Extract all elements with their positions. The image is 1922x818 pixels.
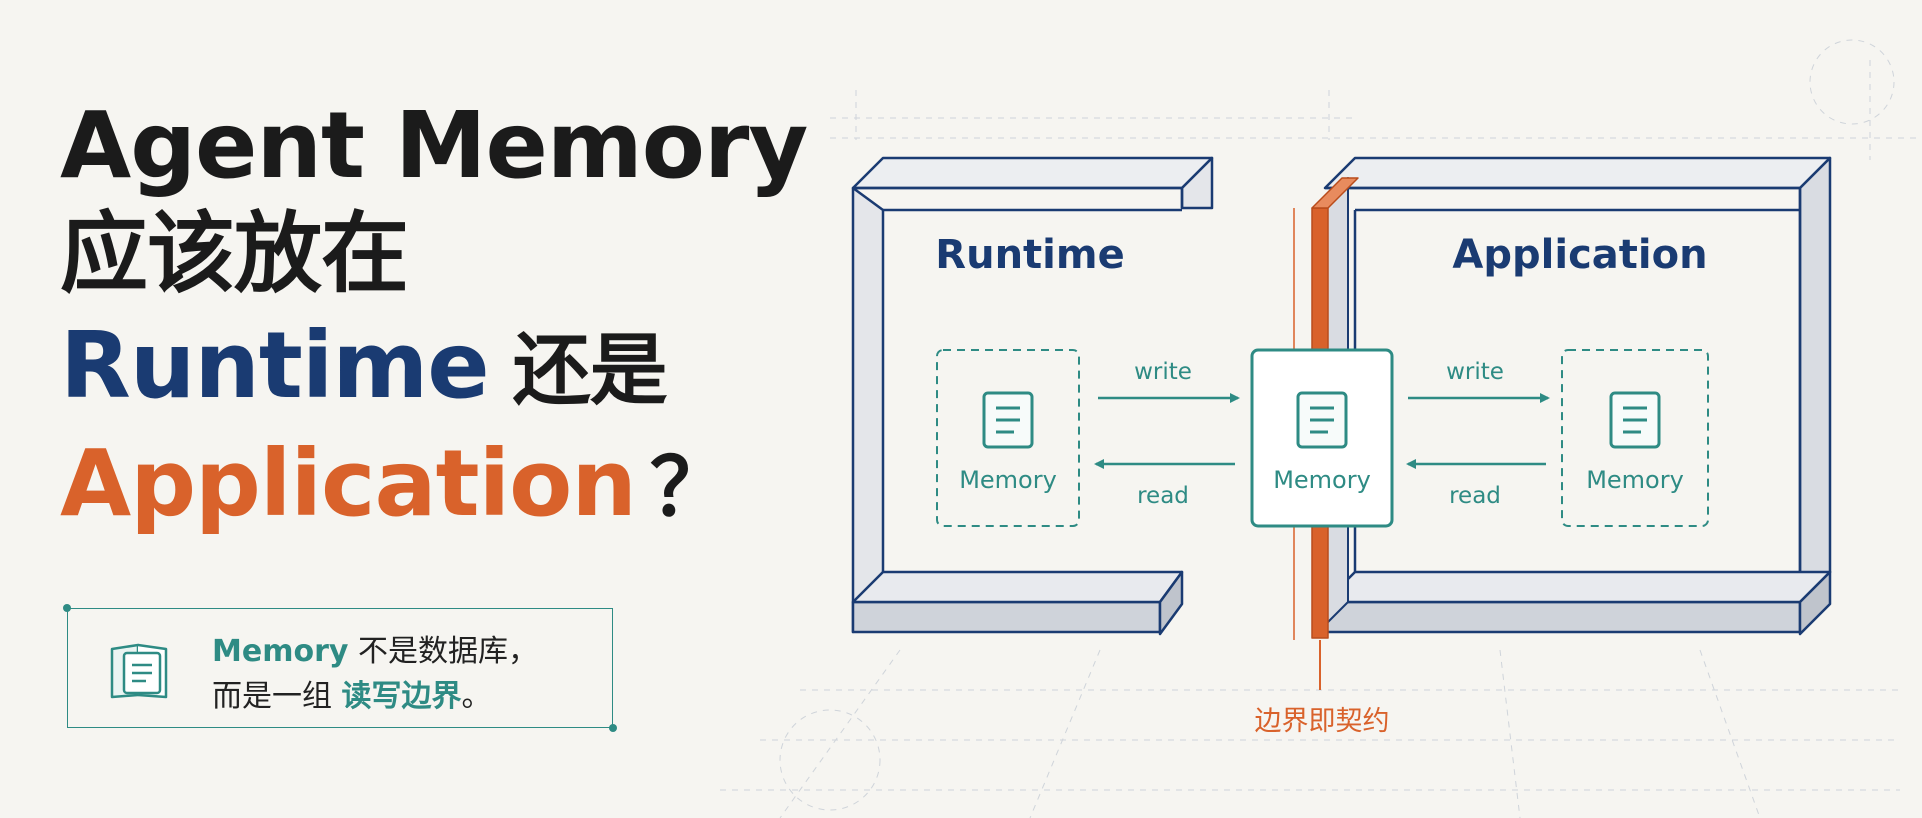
memory-runtime: Memory bbox=[936, 349, 1080, 527]
memory-boundary-label: Memory bbox=[1273, 466, 1371, 494]
title-line-1: Agent Memory bbox=[60, 92, 808, 199]
callout-boundary: 读写边界 bbox=[341, 679, 462, 714]
read-right-label: read bbox=[1449, 483, 1501, 509]
document-icon bbox=[1296, 391, 1348, 449]
callout-line-1: Memory 不是数据库， bbox=[212, 629, 538, 674]
memory-runtime-label: Memory bbox=[959, 466, 1057, 494]
callout-line2-suffix: 。 bbox=[461, 679, 492, 714]
title-or: 还是 bbox=[512, 326, 668, 416]
document-icon bbox=[982, 391, 1034, 449]
read-left-label: read bbox=[1137, 483, 1189, 509]
write-left-label: write bbox=[1134, 359, 1192, 385]
title-application: Application bbox=[60, 430, 637, 537]
write-right-label: write bbox=[1446, 359, 1504, 385]
memory-application: Memory bbox=[1561, 349, 1709, 527]
application-label: Application bbox=[1452, 232, 1707, 278]
runtime-box bbox=[851, 156, 1214, 636]
callout-box: Memory 不是数据库， 而是一组 读写边界。 bbox=[63, 604, 617, 732]
callout-memory: Memory bbox=[212, 634, 349, 669]
title-runtime: Runtime bbox=[60, 312, 490, 419]
title-line-4: Application？ bbox=[60, 438, 807, 530]
callout-line1-rest: 不是数据库， bbox=[348, 634, 538, 669]
title-question-mark: ？ bbox=[649, 441, 730, 534]
runtime-label: Runtime bbox=[935, 232, 1124, 278]
document-icon bbox=[1609, 391, 1661, 449]
title-line-2: 应该放在 bbox=[60, 202, 409, 305]
sketch-grid bbox=[720, 39, 1920, 818]
document-icon bbox=[110, 643, 168, 699]
boundary-contract-label: 边界即契约 bbox=[1255, 706, 1390, 737]
callout-corner-dot bbox=[609, 724, 617, 732]
application-box bbox=[1323, 156, 1832, 636]
callout-text: Memory 不是数据库， 而是一组 读写边界。 bbox=[212, 629, 538, 719]
callout-corner-dot bbox=[63, 604, 71, 612]
arrows bbox=[1094, 393, 1550, 469]
memory-boundary: Memory bbox=[1250, 348, 1394, 528]
callout-line-2: 而是一组 读写边界。 bbox=[212, 674, 538, 719]
memory-application-label: Memory bbox=[1586, 466, 1684, 494]
callout-line2-prefix: 而是一组 bbox=[212, 679, 342, 714]
